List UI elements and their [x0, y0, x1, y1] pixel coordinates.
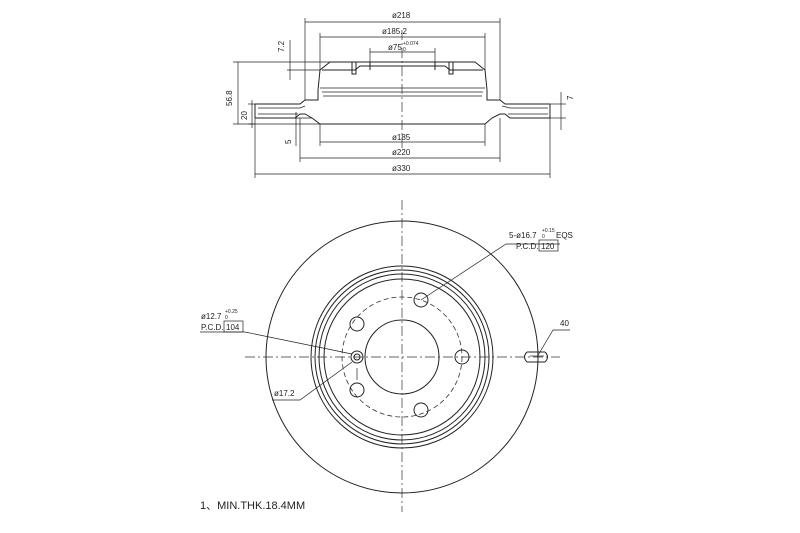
bolt-hole-leader [420, 243, 560, 301]
bolt-hole-pcd-box [538, 239, 559, 252]
pin-hole-tol-lower: 0 [225, 315, 228, 321]
bolt-hole [454, 349, 470, 365]
bolt-hole-eqs: EQS [556, 231, 573, 240]
dim-d75: ø75 [388, 43, 402, 52]
bolt-hole-tol-lower: 0 [542, 234, 545, 240]
pin-hole [350, 350, 364, 364]
slot-leader [536, 329, 570, 358]
hat-wall-circle [314, 269, 490, 445]
hub-face-circle [323, 278, 481, 436]
bolt-hole [413, 292, 429, 308]
dim-d185: ø185 [392, 133, 411, 142]
bolt-hole-label: 5-ø16.7 [509, 231, 537, 240]
section-hub-plate [322, 62, 483, 75]
small-hole-label: ø17.2 [274, 389, 295, 398]
section-view: ø218 ø185.2 ø75 +0.074 0 ø185 ø220 ø330 … [225, 11, 575, 178]
dim-d185-2: ø185.2 [382, 27, 407, 36]
outer-rim-circle [265, 220, 539, 494]
pcd-circle [341, 296, 463, 418]
bolt-hole [349, 382, 365, 398]
bolt-hole-pcd-value: 120 [541, 242, 555, 251]
pin-hole-inner [353, 353, 361, 361]
dim-h7-2: 7.2 [277, 40, 286, 52]
section-outline [254, 61, 551, 125]
rim-slot [524, 351, 548, 363]
section-vent-lines [258, 87, 548, 115]
hat-inner-circle [318, 273, 486, 441]
pin-hole-tol-upper: +0.25 [225, 309, 238, 315]
pin-hole-leader [200, 331, 353, 355]
dim-d75-tol-upper: +0.074 [403, 41, 419, 47]
dim-d218: ø218 [392, 11, 411, 20]
bolt-holes [349, 292, 470, 418]
pin-hole-label: ø12.7 [201, 312, 222, 321]
dim-d220: ø220 [392, 148, 411, 157]
min-thickness-note: 1、MIN.THK.18.4MM [200, 500, 305, 512]
small-hole-leader [272, 361, 353, 401]
dim-d330: ø330 [392, 164, 411, 173]
dim-h20: 20 [240, 111, 249, 120]
center-bore-circle [364, 319, 440, 395]
dim-h5: 5 [284, 139, 293, 144]
bolt-hole [349, 316, 365, 332]
pin-hole-pcd-box [223, 320, 244, 333]
bolt-hole-tol-upper: +0.15 [542, 228, 555, 234]
pin-hole-pcd-value: 104 [226, 323, 240, 332]
slot-dim: 40 [560, 319, 569, 328]
dim-h7: 7 [566, 95, 575, 100]
bolt-hole-pcd-prefix: P.C.D. [516, 242, 539, 251]
dim-d75-tol-lower: 0 [403, 47, 406, 53]
plan-view: 5-ø16.7 +0.15 0 EQS P.C.D. 120 ø12.7 +0.… [200, 200, 573, 512]
bolt-hole [413, 402, 429, 418]
dim-h56-8: 56.8 [225, 90, 234, 106]
pin-hole-pcd-prefix: P.C.D. [201, 323, 224, 332]
hat-outer-circle [310, 265, 494, 449]
